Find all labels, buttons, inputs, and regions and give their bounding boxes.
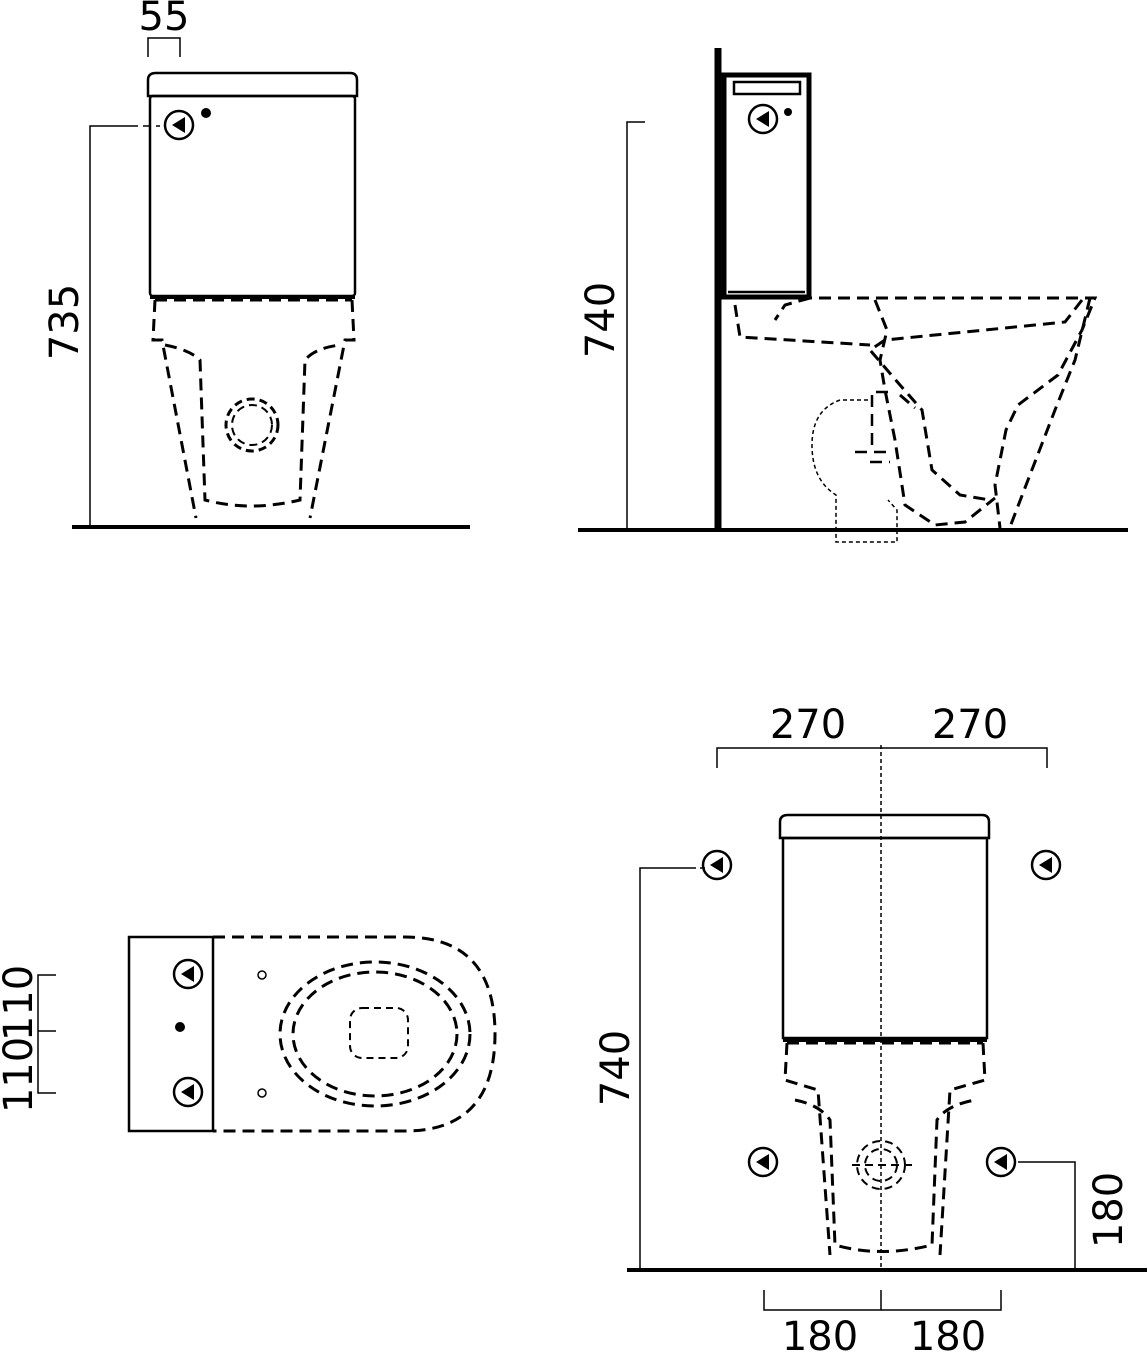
dim-right-width: 270 [932, 702, 1008, 748]
dim-right-floor-fix: 180 [910, 1314, 986, 1353]
dim-spacing-upper: 110 [0, 965, 42, 1041]
dim-inlet-height: 180 [1086, 1172, 1132, 1248]
dim-180-vertical [1018, 1161, 1076, 1270]
top-view: 110 110 [0, 935, 497, 1133]
dim-front-height: 735 [42, 284, 88, 360]
rear-view: 270 270 740 180 180 180 [593, 702, 1147, 1353]
water-inlet-icon [1030, 849, 1062, 881]
water-inlet-icon [747, 1146, 779, 1178]
pan-inner [164, 343, 341, 508]
water-inlet-icon [747, 103, 779, 135]
dim-740-line [639, 867, 690, 1270]
dim-left-floor-fix: 180 [782, 1314, 858, 1353]
bowl-inner [867, 299, 1084, 502]
outlet-circle [224, 397, 280, 453]
dim-top-offset: 55 [139, 0, 190, 40]
pan-outline-right [938, 1042, 987, 1256]
dim-side-height: 740 [578, 282, 624, 358]
floor-connection [811, 399, 898, 543]
front-view: 55 735 [42, 0, 470, 529]
dim-180-bottom [763, 1290, 1002, 1311]
bowl-outline [724, 296, 1098, 529]
dim-spacing-lower: 110 [0, 1037, 42, 1113]
pan-outline-right [308, 299, 356, 519]
pan-outline-left [151, 299, 198, 519]
fixing-point-icon [201, 108, 211, 118]
outlet [349, 1007, 409, 1059]
dim-735-line [89, 125, 130, 527]
dim-rear-height: 740 [593, 1030, 639, 1106]
water-inlet-icon [163, 109, 195, 141]
seat-inner [291, 970, 459, 1098]
pan-outline-left [783, 1042, 832, 1256]
pan-inner [794, 1098, 976, 1253]
side-view: 740 [578, 48, 1128, 543]
rim [733, 304, 871, 347]
dim-110-lines [37, 974, 56, 1094]
cistern-lid [778, 813, 991, 840]
fixing-point-icon [175, 1022, 185, 1032]
water-inlet-icon [985, 1146, 1017, 1178]
seat-outer [278, 960, 472, 1108]
cistern-body [781, 836, 989, 1040]
cistern-top [127, 935, 215, 1133]
dim-55-bracket [147, 37, 181, 57]
trap [873, 299, 996, 527]
water-inlet-icon [701, 849, 733, 881]
dim-270-line [716, 747, 1048, 768]
dim-740-line [626, 121, 645, 530]
water-inlet-icon [172, 1076, 204, 1108]
dim-left-width: 270 [770, 702, 846, 748]
cistern-lid [146, 71, 359, 98]
outlet-circle-inner [231, 404, 273, 446]
water-inlet-icon [172, 958, 204, 990]
bowl-outline [213, 935, 497, 1133]
